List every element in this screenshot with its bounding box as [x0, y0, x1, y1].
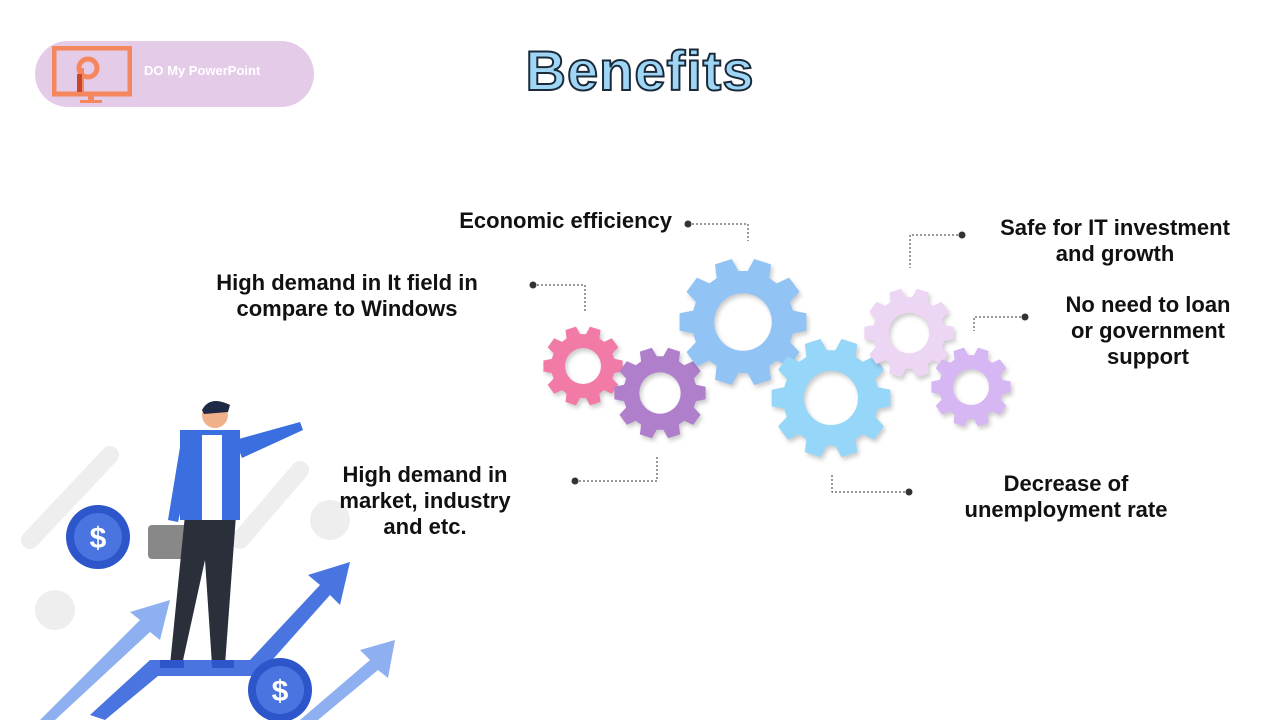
benefit-high-demand-it: High demand in It field in compare to Wi…: [177, 270, 517, 322]
benefit-high-demand-market: High demand in market, industry and etc.: [305, 462, 545, 540]
benefit-text: High demand in: [342, 462, 508, 487]
gear-icon: [543, 326, 623, 406]
logo-badge: DO My PowerPoint: [35, 41, 314, 107]
benefit-economic-efficiency: Economic efficiency: [459, 208, 672, 234]
gear-icon: [931, 347, 1011, 427]
growth-illustration: $ $: [21, 401, 395, 720]
benefit-text: unemployment rate: [964, 497, 1168, 522]
benefit-safe-it-investment: Safe for IT investment and growth: [965, 215, 1265, 267]
benefit-text: or government: [1070, 318, 1226, 343]
benefit-no-loan: No need to loan or government support: [1038, 292, 1258, 370]
benefit-text: Decrease of: [1003, 471, 1129, 496]
gears-group: [543, 259, 1011, 458]
benefit-text: compare to Windows: [236, 296, 458, 321]
gear-icon: [614, 347, 706, 439]
svg-text:$: $: [90, 522, 107, 555]
connector-dots: [529, 220, 1029, 496]
page-title: Benefits: [525, 38, 755, 103]
benefit-text: and growth: [1055, 241, 1175, 266]
gear-icon: [679, 259, 807, 385]
connector-lines: [533, 223, 1025, 493]
gear-icon: [771, 338, 891, 458]
benefit-decrease-unemployment: Decrease of unemployment rate: [926, 471, 1206, 523]
briefcase-icon: [148, 525, 192, 559]
benefit-text: market, industry: [339, 488, 511, 513]
benefit-text: No need to loan: [1065, 292, 1231, 317]
benefit-text: support: [1107, 344, 1189, 369]
svg-text:$: $: [272, 675, 289, 708]
benefit-text: Economic efficiency: [459, 208, 672, 233]
benefit-text: and etc.: [383, 514, 467, 539]
gear-icon: [864, 288, 954, 378]
benefit-text: Safe for IT investment: [1000, 215, 1230, 240]
benefit-text: High demand in It field in: [216, 270, 478, 295]
logo-text: DO My PowerPoint: [144, 63, 261, 78]
monitor-logo-icon: [52, 46, 132, 103]
